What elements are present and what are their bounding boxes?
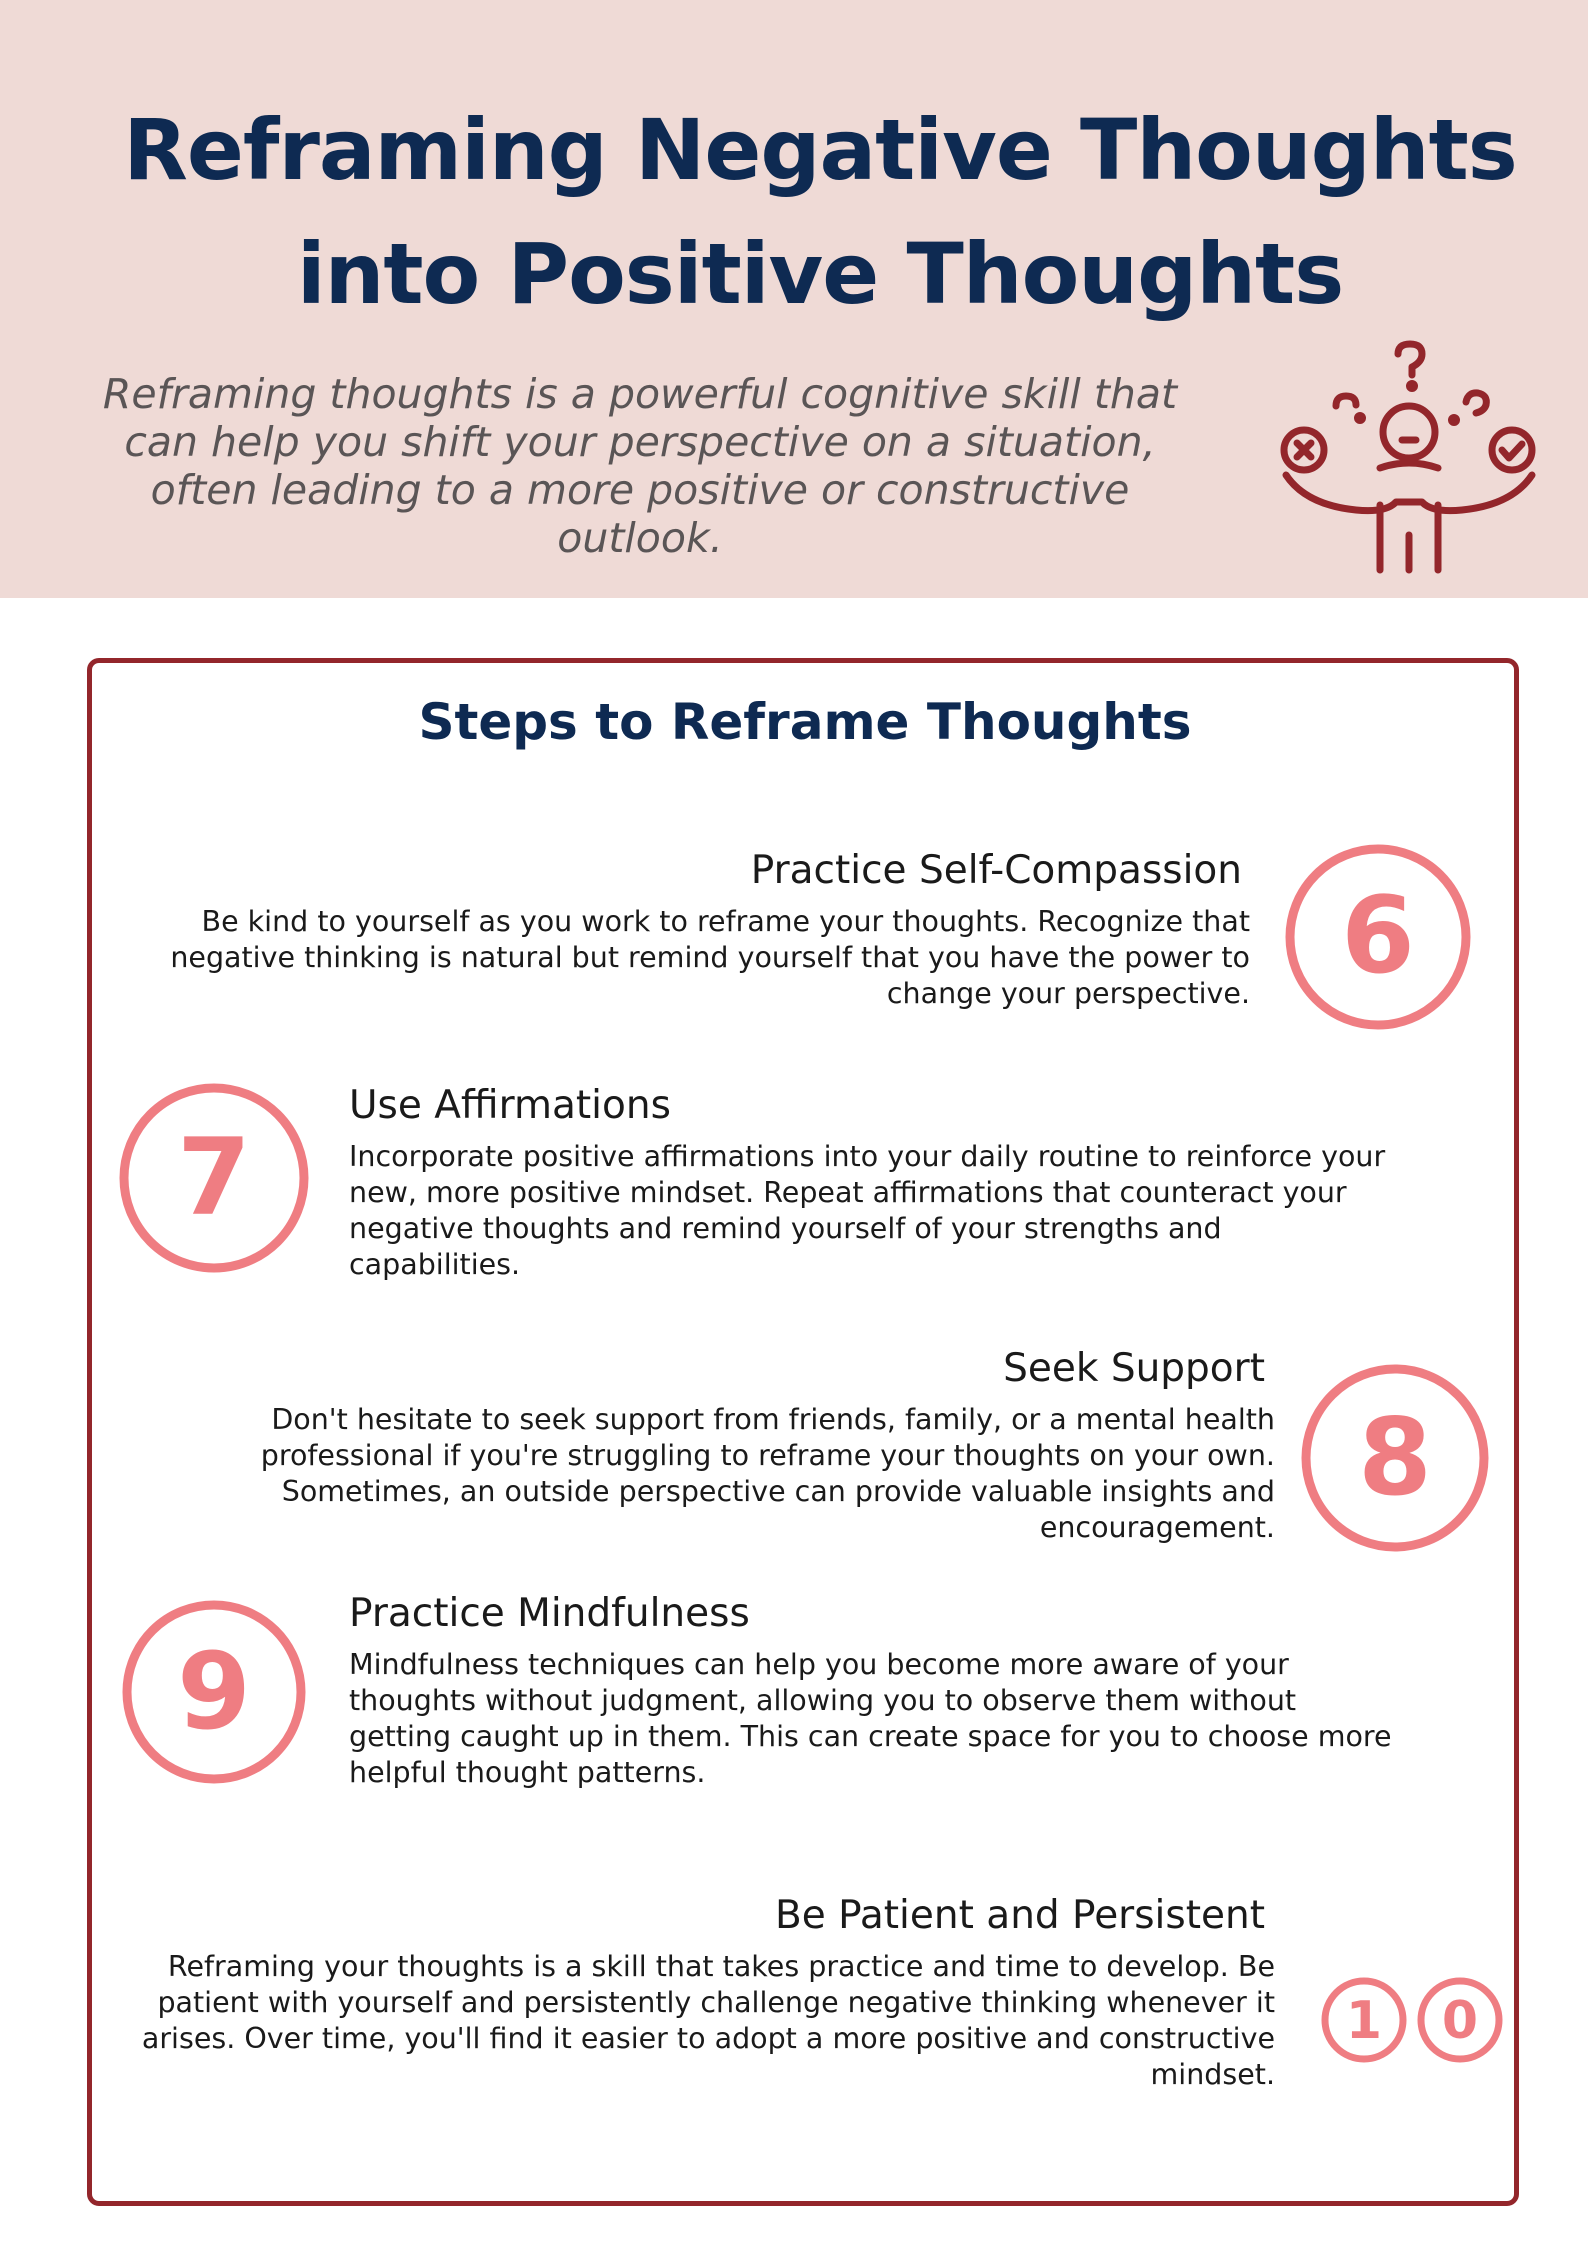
step-heading: Use Affirmations xyxy=(349,1083,671,1128)
step-text: Reframing your thoughts is a skill that … xyxy=(141,1950,1275,2091)
step-number-8: 8 xyxy=(1358,1396,1432,1519)
step-number-9-badge: 9 xyxy=(116,1594,312,1790)
step-number-10-badge: 1 0 xyxy=(1312,1972,1512,2068)
step-9: Practice Mindfulness Mindfulness techniq… xyxy=(349,1591,1399,1791)
header-banner xyxy=(0,0,1588,598)
step-text: Mindfulness techniques can help you beco… xyxy=(349,1648,1392,1789)
step-10: Be Patient and Persistent Reframing your… xyxy=(120,1893,1275,2093)
step-heading: Be Patient and Persistent xyxy=(774,1893,1265,1938)
step-number-10-digit-2: 0 xyxy=(1442,1991,1478,2051)
step-number-7-badge: 7 xyxy=(112,1078,316,1278)
step-text: Be kind to yourself as you work to refra… xyxy=(170,905,1250,1010)
step-number-7: 7 xyxy=(177,1116,251,1239)
step-heading: Practice Self-Compassion xyxy=(750,848,1242,893)
step-7: Use Affirmations Incorporate positive af… xyxy=(349,1083,1399,1283)
step-number-6-badge: 6 xyxy=(1278,838,1478,1036)
step-heading: Seek Support xyxy=(1003,1346,1265,1391)
step-heading: Practice Mindfulness xyxy=(349,1591,750,1636)
step-number-10-digit-1: 1 xyxy=(1346,1991,1382,2051)
step-number-8-badge: 8 xyxy=(1295,1358,1495,1558)
page-title-line1: Reframing Negative Thoughts xyxy=(123,101,1517,199)
step-8: Seek Support Don't hesitate to seek supp… xyxy=(180,1346,1275,1546)
step-number-9: 9 xyxy=(177,1630,251,1753)
step-number-6: 6 xyxy=(1341,874,1415,997)
page-subtitle: Reframing thoughts is a powerful cogniti… xyxy=(102,370,1178,562)
confused-person-icon xyxy=(1268,340,1548,575)
steps-section-title: Steps to Reframe Thoughts xyxy=(418,693,1192,751)
steps-card xyxy=(87,658,1519,2206)
step-text: Incorporate positive affirmations into y… xyxy=(349,1140,1386,1281)
page-title-line2: into Positive Thoughts xyxy=(296,225,1344,323)
page-title: Reframing Negative Thoughts into Positiv… xyxy=(40,88,1588,336)
step-6: Practice Self-Compassion Be kind to your… xyxy=(120,848,1250,1012)
step-text: Don't hesitate to seek support from frie… xyxy=(260,1403,1275,1544)
